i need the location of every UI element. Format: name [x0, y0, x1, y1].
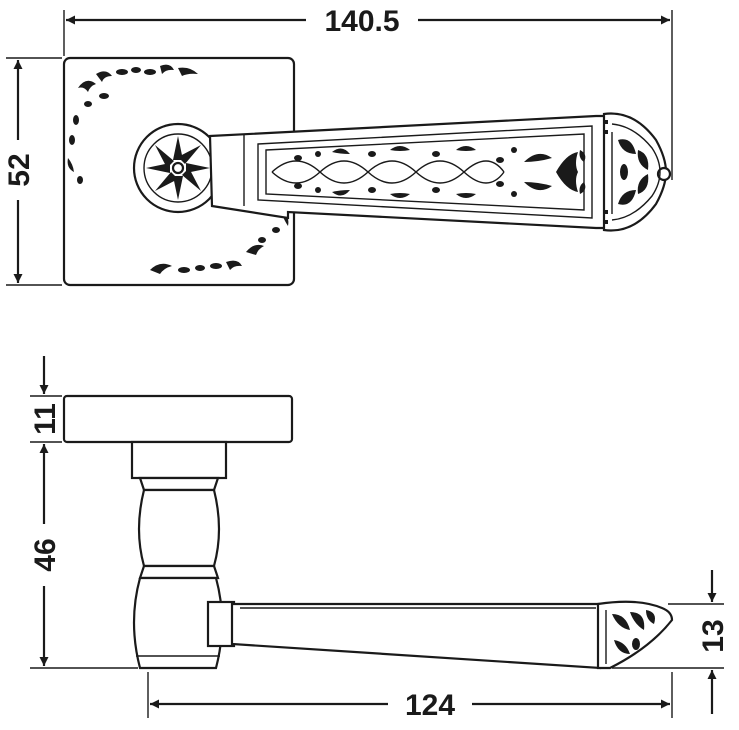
lever-ornament	[271, 146, 586, 198]
neck	[130, 440, 228, 670]
rose-ornament-bottom	[150, 214, 289, 274]
dimension-labels: 140.5 52 11 46 124 13	[3, 5, 730, 722]
dim-lever-thickness: 13	[697, 619, 730, 652]
rosette	[132, 122, 224, 214]
dim-overall-length: 140.5	[324, 5, 399, 38]
dimension-lines	[6, 10, 724, 718]
lever-end-cap	[602, 112, 672, 232]
dim-rose-height: 52	[3, 153, 36, 186]
lever-body	[208, 114, 610, 230]
rose-plate-side	[62, 394, 294, 444]
side-view	[62, 394, 674, 670]
lever-side	[206, 600, 674, 670]
rose-ornament-top	[67, 64, 198, 184]
dim-neck-height: 46	[29, 538, 62, 571]
front-view	[62, 56, 672, 287]
dim-rose-thickness: 11	[29, 403, 62, 435]
dim-lever-length: 124	[405, 689, 455, 722]
